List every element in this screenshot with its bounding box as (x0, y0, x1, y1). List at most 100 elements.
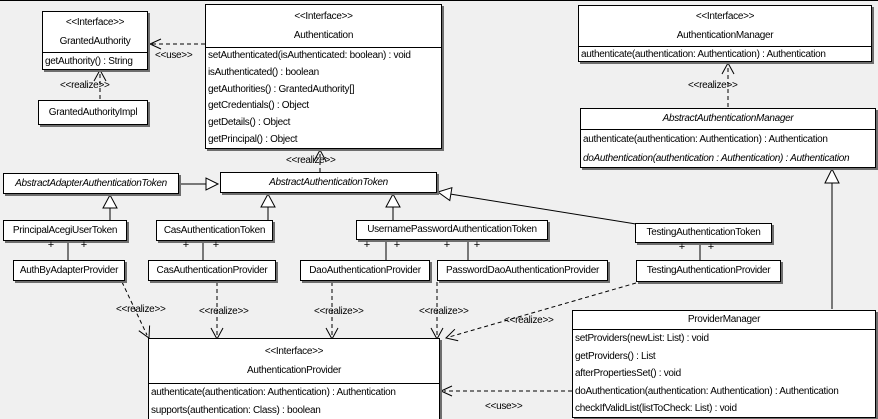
class-title-abstract-authentication-token: AbstractAuthenticationToken (221, 173, 436, 192)
method-row: getCredentials() : Object (208, 100, 309, 112)
class-title-dao-authentication-provider: DaoAuthenticationProvider (301, 261, 429, 280)
edge-generalization-providermanager[interactable] (824, 167, 840, 309)
class-box-abstract-adapter-authentication-token[interactable]: AbstractAdapterAuthenticationToken (3, 173, 179, 194)
edge-generalization-abstractadapterauthenticationtoken[interactable] (179, 177, 220, 191)
methods-compartment: setAuthenticated(isAuthenticated: boolea… (206, 47, 441, 149)
edge-stereotype-label-realize-testingauthenticationprovider: <<realize>> (504, 315, 554, 326)
stereotype-label: <<Interface>> (294, 11, 353, 22)
edge-stereotype-label-realize-authbyadapterprovider: <<realize>> (116, 304, 166, 315)
method-row: authenticate(authentication: Authenticat… (583, 134, 828, 145)
association-end-mark-plus-3: + (182, 239, 190, 251)
class-name: AbstractAuthenticationManager (662, 113, 794, 124)
class-title-granted-authority: <<Interface>> GrantedAuthority (43, 12, 147, 52)
edge-generalization-principalacegiusertoken[interactable] (102, 193, 118, 220)
association-end-mark-plus-6: + (393, 239, 401, 251)
class-box-username-password-authentication-token[interactable]: UsernamePasswordAuthenticationToken (356, 220, 548, 240)
class-box-password-dao-authentication-provider[interactable]: PasswordDaoAuthenticationProvider (437, 260, 608, 281)
edge-stereotype-label-realize-casauthenticationprovider: <<realize>> (199, 306, 249, 317)
class-box-principal-acegi-user-token[interactable]: PrincipalAcegiUserToken (3, 220, 127, 241)
class-title-auth-by-adapter-provider: AuthByAdapterProvider (14, 261, 124, 280)
class-box-auth-by-adapter-provider[interactable]: AuthByAdapterProvider (13, 260, 125, 281)
edge-realize-grantedauthorityimpl-grantedauthority[interactable] (93, 68, 107, 99)
edge-use-authentication-grantedauthority[interactable] (148, 38, 205, 50)
class-title-provider-manager: ProviderManager (573, 311, 875, 329)
class-box-testing-authentication-provider[interactable]: TestingAuthenticationProvider (636, 260, 781, 282)
method-row: afterPropertiesSet() : void (575, 368, 681, 380)
association-end-mark-plus-8: + (473, 239, 481, 251)
edge-stereotype-label-realize-grantedauthorityimpl: <<realize>> (60, 80, 110, 91)
association-end-mark-plus-4: + (212, 239, 220, 251)
class-title-testing-authentication-token: TestingAuthenticationToken (636, 224, 771, 242)
class-name: Authentication (293, 30, 354, 41)
method-row: supports(authentication: Class) : boolea… (151, 405, 321, 416)
class-title-principal-acegi-user-token: PrincipalAcegiUserToken (4, 221, 126, 240)
class-box-cas-authentication-token[interactable]: CasAuthenticationToken (156, 220, 273, 241)
stereotype-label: <<Interface>> (695, 11, 755, 22)
class-title-authentication-provider: <<Interface>>AuthenticationProvider (149, 339, 439, 383)
class-box-cas-authentication-provider[interactable]: CasAuthenticationProvider (148, 260, 276, 281)
method-row: authenticate(authentication: Authenticat… (581, 49, 826, 60)
class-name: AbstractAuthenticationToken (269, 177, 388, 188)
class-name: AuthenticationProvider (246, 365, 341, 376)
method-row: isAuthenticated() : boolean (208, 66, 319, 78)
method-row: getPrincipal() : Object (208, 134, 298, 146)
methods-compartment: authenticate(authentication: Authenticat… (579, 46, 871, 62)
class-box-abstract-authentication-token[interactable]: AbstractAuthenticationToken (220, 172, 437, 193)
edge-stereotype-label-realize-passworddaoauthenticationprovider: <<realize>> (419, 306, 469, 317)
edge-stereotype-label-realize-daoauthenticationprovider: <<realize>> (314, 306, 364, 317)
class-name: TestingAuthenticationToken (646, 227, 761, 238)
methods-compartment: authenticate(authentication: Authenticat… (581, 129, 875, 168)
association-end-mark-plus-10: + (707, 241, 715, 253)
edge-generalization-testingauthenticationtoken[interactable] (436, 186, 637, 225)
association-end-mark-plus-1: + (47, 239, 55, 251)
class-box-dao-authentication-provider[interactable]: DaoAuthenticationProvider (300, 260, 430, 281)
class-box-authentication-manager[interactable]: <<Interface>> AuthenticationManager authen… (578, 5, 872, 62)
edge-generalization-usernamepasswordauthenticationtoken[interactable] (385, 192, 401, 220)
class-title-username-password-authentication-token: UsernamePasswordAuthenticationToken (357, 221, 547, 239)
edge-realize-abstractauthenticationtoken-authentication[interactable] (313, 148, 327, 172)
class-name: GrantedAuthorityImpl (48, 107, 138, 118)
edge-generalization-casauthenticationtoken[interactable] (260, 192, 276, 220)
stereotype-label: <<Interface>> (65, 17, 125, 28)
class-title-cas-authentication-token: CasAuthenticationToken (157, 221, 272, 240)
class-title-authentication: <<Interface>> Authentication (206, 5, 441, 47)
class-title-cas-authentication-provider: CasAuthenticationProvider (149, 261, 275, 280)
methods-compartment: authenticate(authentication: Authenticat… (149, 383, 439, 419)
class-name: CasAuthenticationProvider (156, 265, 268, 276)
class-name: AuthByAdapterProvider (19, 265, 119, 276)
edge-stereotype-label-use-providermanager: <<use>> (485, 401, 523, 412)
class-box-authentication[interactable]: <<Interface>> Authentication setAuthentica… (205, 4, 442, 149)
method-row: checkIfValidList(listToCheck: List) : vo… (575, 403, 737, 415)
class-box-granted-authority-impl[interactable]: GrantedAuthorityImpl (38, 100, 148, 125)
class-name: AuthenticationManager (676, 30, 774, 41)
class-name: PasswordDaoAuthenticationProvider (446, 265, 599, 276)
method-row: doAuthentication(authentication : Authen… (583, 153, 850, 164)
class-name: AbstractAdapterAuthenticationToken (15, 178, 167, 189)
method-row: getAuthority() : String (45, 56, 133, 67)
class-title-password-dao-authentication-provider: PasswordDaoAuthenticationProvider (438, 261, 607, 280)
class-title-authentication-manager: <<Interface>> AuthenticationManager (579, 6, 871, 46)
class-name: UsernamePasswordAuthenticationToken (367, 224, 537, 235)
edge-realize-abstractauthenticationmanager-authenticationmanager[interactable] (721, 61, 735, 107)
class-box-provider-manager[interactable]: ProviderManager setProviders(newList: Lis… (572, 310, 876, 418)
edge-use-providermanager-authenticationprovider[interactable] (439, 385, 572, 397)
class-name: PrincipalAcegiUserToken (12, 225, 118, 236)
edge-realize-testingauthenticationprovider-authenticationprovider[interactable] (444, 282, 637, 342)
method-row: getProviders() : List (575, 350, 656, 362)
class-name: GrantedAuthority (59, 36, 131, 47)
class-name: ProviderManager (687, 314, 761, 325)
class-title-abstract-authentication-manager: AbstractAuthenticationManager (581, 109, 875, 129)
class-box-abstract-authentication-manager[interactable]: AbstractAuthenticationManager authenticat… (580, 108, 876, 168)
association-end-mark-plus-9: + (678, 241, 686, 253)
class-title-granted-authority-impl: GrantedAuthorityImpl (39, 101, 147, 124)
method-row: setAuthenticated(isAuthenticated: boolea… (208, 50, 411, 61)
class-box-testing-authentication-token[interactable]: TestingAuthenticationToken (635, 223, 772, 243)
class-box-granted-authority[interactable]: <<Interface>> GrantedAuthority getAuthorit… (42, 11, 148, 70)
method-row: getDetails() : Object (208, 117, 291, 129)
class-name: DaoAuthenticationProvider (309, 265, 421, 276)
association-end-mark-plus-2: + (80, 239, 88, 251)
